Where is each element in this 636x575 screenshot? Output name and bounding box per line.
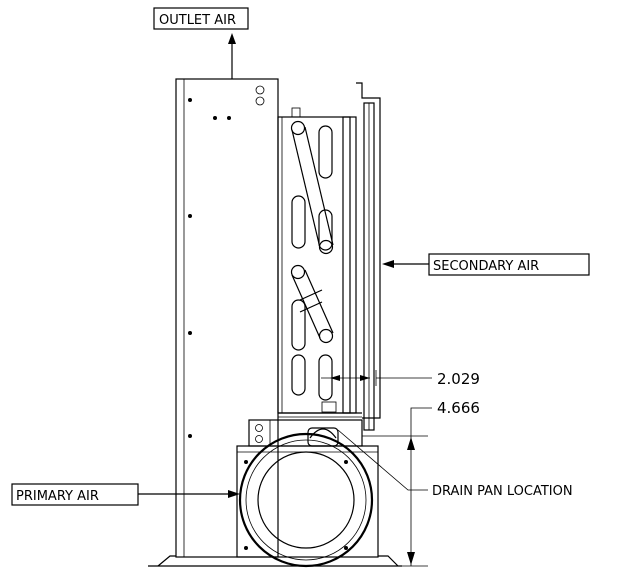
mounting-hole	[227, 116, 231, 120]
dimension-arrowhead	[360, 375, 370, 381]
diagonal-tube-edge	[304, 269, 334, 334]
coil-tube-slot	[318, 125, 333, 179]
primary-air-plenum	[236, 432, 379, 568]
drain-pan-bolt	[255, 424, 263, 432]
diagonal-tube-end	[290, 120, 306, 136]
secondary-air-label: SECONDARY AIR	[433, 259, 539, 274]
mounting-hole	[188, 434, 192, 438]
coil-tube-slot	[291, 195, 306, 249]
diagonal-tube-edge	[299, 301, 323, 313]
outlet-air-label: OUTLET AIR	[159, 13, 236, 28]
right-foot	[378, 555, 399, 567]
coil-tube-slot	[291, 354, 306, 396]
left-foot	[157, 555, 176, 567]
coil-tube-slot	[291, 299, 306, 351]
dimension-arrowhead	[407, 552, 415, 565]
coil-depth-dimension: 2.029	[321, 370, 480, 388]
drain-height-dimension: 4.666	[362, 399, 480, 567]
primary-air-callout: PRIMARY AIR	[11, 483, 240, 506]
plenum-screw	[244, 460, 248, 464]
coil-bottom-connector	[321, 401, 337, 413]
diagonal-tube-edge	[304, 126, 334, 246]
coil-top-connector	[291, 107, 301, 118]
secondary-air-callout: SECONDARY AIR	[382, 253, 590, 276]
coil-diagonal-tube	[290, 120, 334, 255]
dimension-leader	[410, 407, 432, 436]
inlet-outer-frame	[356, 82, 381, 419]
coil-diagonal-tube	[299, 289, 323, 313]
coil-diagonal-tube	[290, 264, 334, 344]
mounting-hole	[188, 214, 192, 218]
dimension-arrowhead	[407, 437, 415, 450]
diagonal-tube-edge	[291, 274, 321, 339]
plenum-screw	[344, 546, 348, 550]
primary-air-inlet-rim	[245, 439, 367, 561]
drain-pan-location-label: DRAIN PAN LOCATION	[432, 484, 573, 499]
secondary-air-arrowhead	[382, 260, 394, 268]
drain-pan-bolt	[255, 435, 263, 443]
drain-pan-leader	[337, 429, 428, 491]
diagonal-tube-end	[318, 239, 334, 255]
primary-air-inlet-bore	[257, 451, 355, 549]
coil-tube-slot	[318, 354, 333, 401]
primary-air-inlet-outer	[238, 432, 374, 568]
base-mounting-feet	[148, 555, 402, 567]
diagonal-tube-end	[318, 328, 334, 344]
diagonal-tube-edge	[299, 289, 323, 301]
top-knockout-upper	[255, 85, 265, 95]
primary-air-label: PRIMARY AIR	[16, 489, 99, 504]
mounting-hole	[188, 98, 192, 102]
cabinet-side-panel	[175, 78, 279, 558]
outlet-air-label-box	[153, 7, 249, 30]
drain-height-value: 4.666	[437, 399, 480, 417]
drain-pan-bracket	[248, 412, 363, 447]
mounting-hole	[213, 116, 217, 120]
coil-section	[277, 107, 357, 414]
diagonal-tube-edge	[291, 129, 321, 249]
diagonal-tube-end	[290, 264, 306, 280]
outlet-air-callout: OUTLET AIR	[153, 7, 249, 79]
outlet-air-arrowhead	[228, 33, 236, 44]
primary-air-arrowhead	[228, 490, 240, 498]
secondary-air-inlet-frame	[356, 82, 381, 431]
plenum-screw	[244, 546, 248, 550]
cabinet-housing	[175, 78, 279, 558]
dimension-arrowhead	[330, 375, 340, 381]
coil-frame	[277, 116, 351, 414]
top-knockout-lower	[255, 96, 265, 106]
plenum-screw	[344, 460, 348, 464]
drain-fitting-dome	[309, 428, 337, 439]
drain-pan-location-callout: DRAIN PAN LOCATION	[337, 429, 573, 499]
mounting-hole	[188, 331, 192, 335]
coil-depth-value: 2.029	[437, 370, 480, 388]
plenum-box	[236, 445, 379, 558]
coil-tube-slot	[318, 209, 333, 251]
